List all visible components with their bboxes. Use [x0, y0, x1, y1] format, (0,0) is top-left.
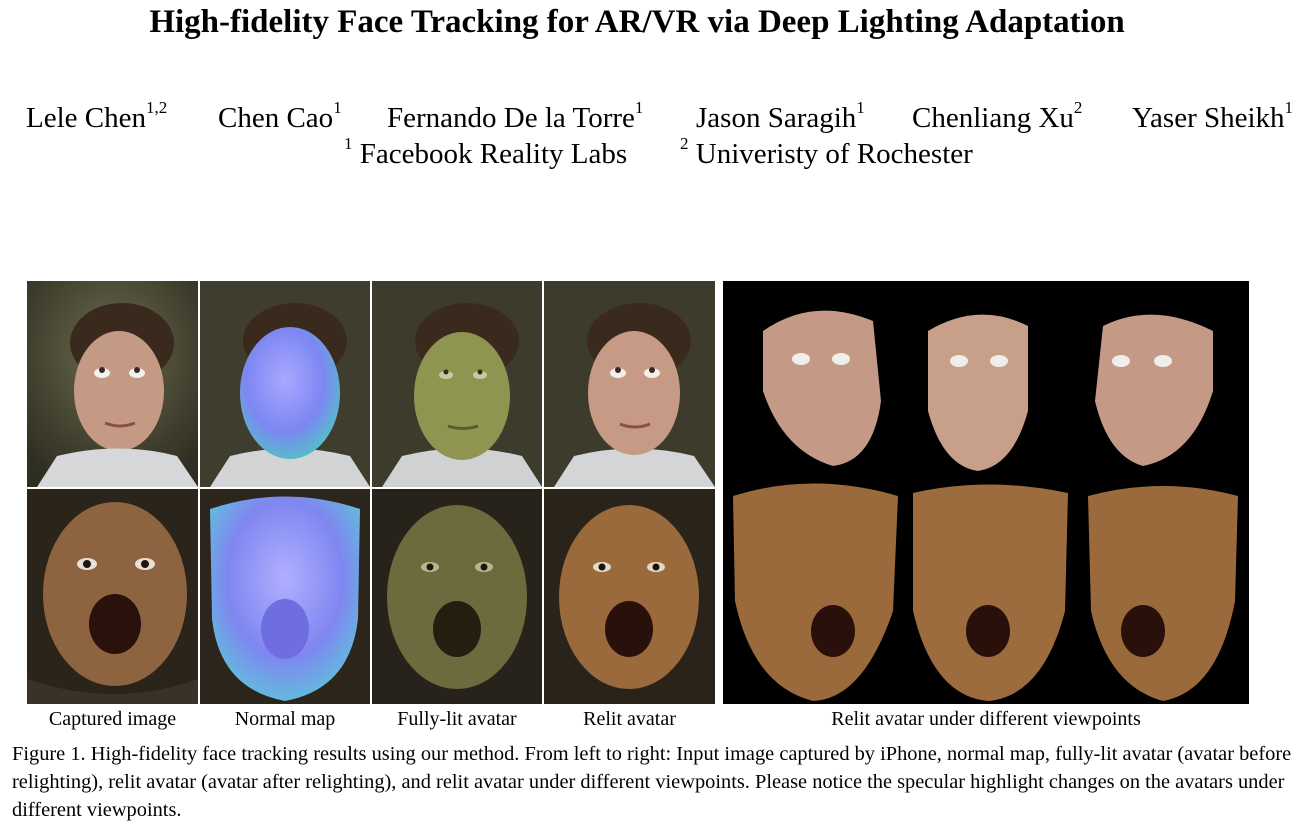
affiliation-list: 1 Facebook Reality Labs 2 Univeristy of …: [0, 134, 1302, 171]
relit-viewpoints-panel: [723, 281, 1249, 704]
label-relit-avatar: Relit avatar: [583, 708, 676, 730]
author-1: Lele Chen1,2: [26, 98, 168, 134]
photo-captured-woman: [27, 281, 198, 487]
author-6: Yaser Sheikh1: [1132, 98, 1294, 134]
paper-title: High-fidelity Face Tracking for AR/VR vi…: [149, 4, 1125, 40]
author-2: Chen Cao1: [218, 98, 342, 134]
label-captured-image: Captured image: [48, 708, 177, 730]
affiliation-1: 1 Facebook Reality Labs: [344, 134, 628, 170]
author-list: Lele Chen1,2 Chen Cao1 Fernando De la To…: [26, 98, 1302, 136]
relit-avatar-woman: [544, 281, 715, 487]
author-5: Chenliang Xu2: [912, 98, 1083, 134]
affiliation-2: 2 Univeristy of Rochester: [680, 134, 973, 170]
label-normal-map: Normal map: [234, 708, 336, 730]
relit-avatar-man: [544, 489, 715, 704]
author-4: Jason Saragih1: [696, 98, 865, 134]
author-3: Fernando De la Torre1: [387, 98, 644, 134]
photo-captured-man: [27, 489, 198, 704]
fully-lit-avatar-woman: [372, 281, 542, 487]
normal-map-woman: [200, 281, 370, 487]
normal-map-man: [200, 489, 370, 704]
label-relit-viewpoints: Relit avatar under different viewpoints: [831, 708, 1141, 730]
label-fully-lit-avatar: Fully-lit avatar: [397, 708, 517, 730]
figure-caption: Figure 1. High-fidelity face tracking re…: [12, 743, 1292, 821]
fully-lit-avatar-man: [372, 489, 542, 704]
